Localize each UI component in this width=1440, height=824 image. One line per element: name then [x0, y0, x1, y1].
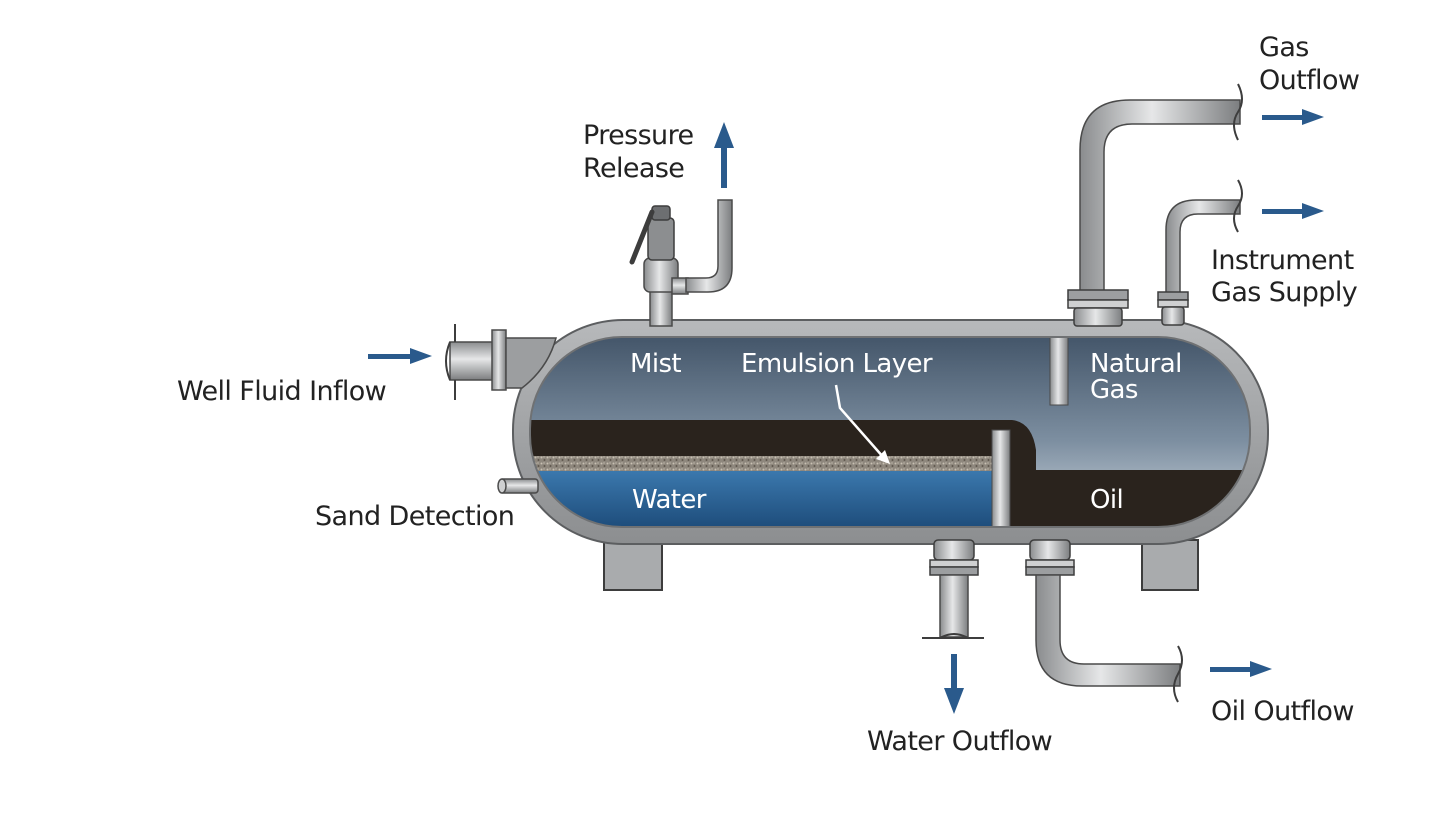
instrument-gas-supply-label-line1: Instrument: [1211, 245, 1354, 276]
emulsion-pointer: [834, 384, 890, 464]
pressure-release-arrow: [714, 122, 734, 188]
gas-outflow-arrow: [1262, 109, 1324, 125]
mist-baffle: [1049, 337, 1069, 406]
oil-outflow-pipe: [1025, 539, 1183, 703]
gas-outflow-label-line1: Gas: [1259, 32, 1309, 63]
flow-arrows: [368, 109, 1324, 714]
vessel-interior: [530, 337, 1250, 527]
water-outflow-arrow: [944, 654, 964, 714]
sand-detection-label: Sand Detection: [315, 501, 514, 532]
oil-outflow-arrow: [1210, 661, 1272, 677]
right-support: [1141, 539, 1199, 591]
oil-label: Oil: [1090, 485, 1123, 515]
instrument-gas-supply-label-line2: Gas Supply: [1211, 277, 1358, 308]
pressure-release-label-line2: Release: [583, 153, 684, 184]
sand-detection-probe: [497, 478, 539, 494]
water-zone: [530, 471, 1000, 527]
instrument-gas-arrow: [1262, 203, 1324, 219]
mist-label: Mist: [630, 349, 681, 379]
emulsion-layer-label: Emulsion Layer: [741, 349, 933, 379]
natural-gas-label-line2: Gas: [1090, 375, 1138, 405]
pressure-release-label-line1: Pressure: [583, 120, 694, 151]
instrument-gas-pipe: [1157, 179, 1243, 326]
natural-gas-label-line1: Natural: [1090, 349, 1182, 379]
weir-plate: [991, 429, 1011, 527]
emulsion-sand-band: [530, 456, 1000, 471]
well-fluid-inflow-label: Well Fluid Inflow: [177, 376, 386, 407]
water-outflow-pipe: [922, 539, 984, 639]
oil-outflow-label: Oil Outflow: [1211, 696, 1354, 727]
gas-outflow-label-line2: Outflow: [1259, 65, 1359, 96]
pressure-relief-valve: [629, 199, 733, 327]
gas-outflow-pipe: [1067, 83, 1243, 327]
vessel-inner-rim: [529, 336, 1251, 528]
inflow-pipe: [445, 324, 557, 400]
water-outflow-label: Water Outflow: [867, 726, 1052, 757]
water-label: Water: [632, 485, 707, 515]
inflow-arrow: [368, 348, 432, 364]
left-support: [603, 539, 663, 591]
